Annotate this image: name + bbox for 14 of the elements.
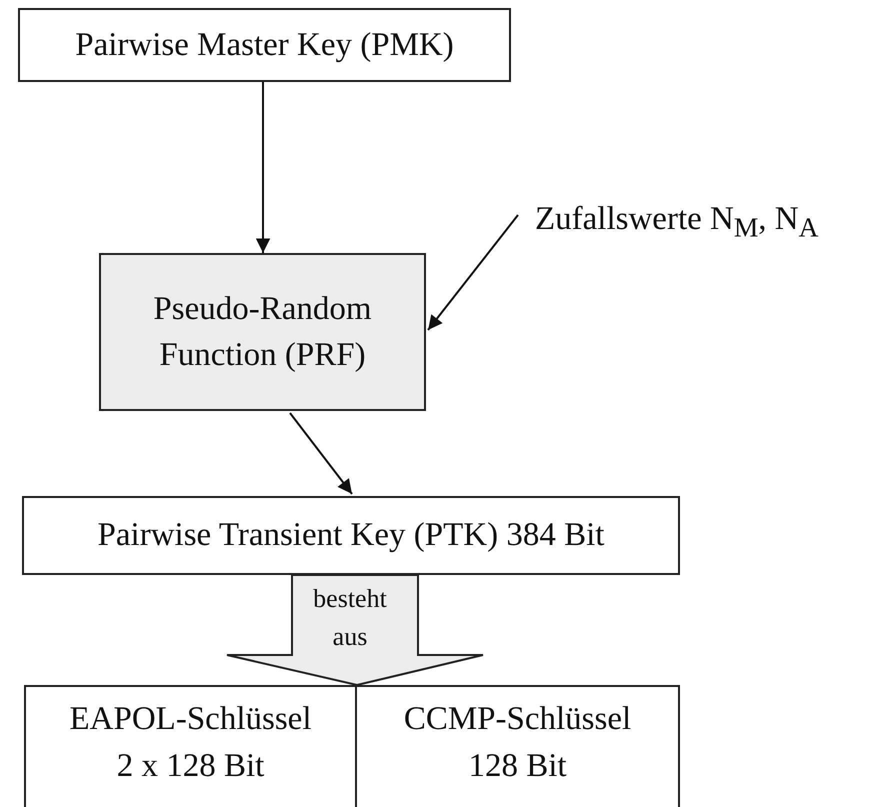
arrow <box>256 82 270 253</box>
box-label: EAPOL-Schlüssel 2 x 128 Bit <box>68 700 312 786</box>
arrow <box>289 412 353 495</box>
box-label: Pairwise Master Key (PMK) <box>75 26 454 65</box>
process-box <box>24 685 357 807</box>
box-label: CCMP-Schlüssel 128 Bit <box>402 700 632 786</box>
box-label: Pairwise Transient Key (PTK) 384 Bit <box>98 516 604 556</box>
input-label: Zufallswerte N$_{M}$, N$_{A}$ <box>535 200 819 246</box>
process-box <box>99 253 426 411</box>
box-label: Pseudo-Random Function (PRF) <box>152 290 373 375</box>
process-box <box>22 496 680 575</box>
process-box <box>18 8 511 82</box>
arrow <box>427 214 519 331</box>
process-box <box>355 685 680 807</box>
